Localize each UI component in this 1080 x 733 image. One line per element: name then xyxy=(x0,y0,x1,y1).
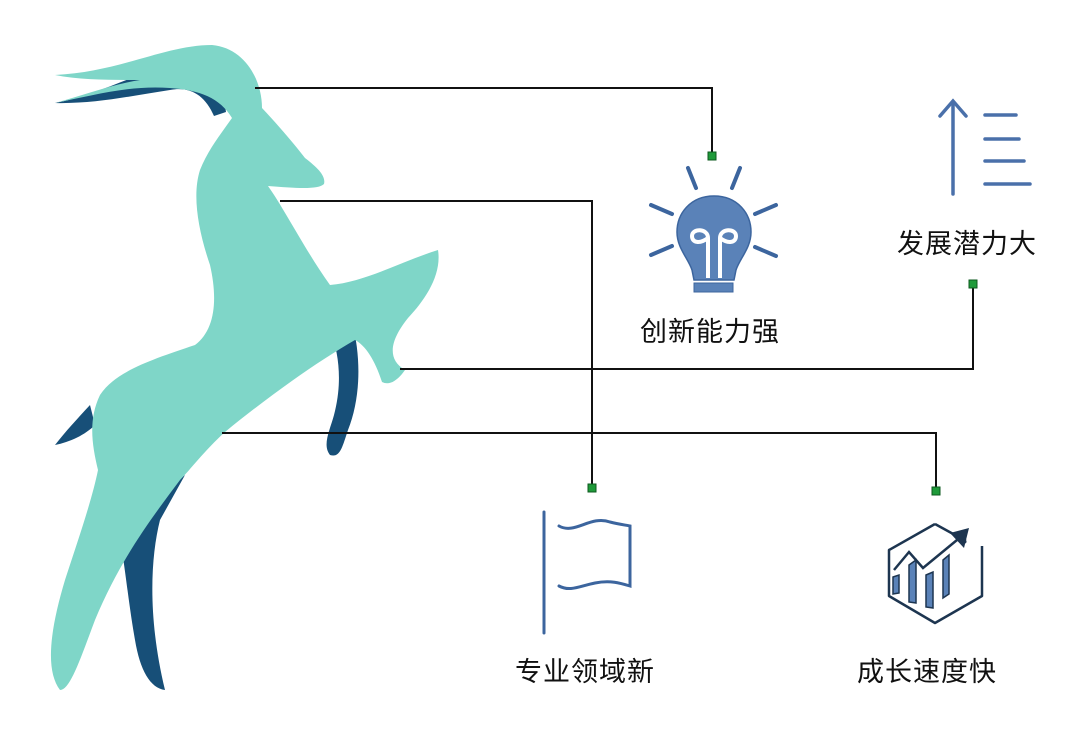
connector-innovation xyxy=(255,87,713,156)
arrow-up-list-icon xyxy=(938,98,1032,196)
connector-specialty xyxy=(280,200,593,488)
goat-body xyxy=(50,45,439,690)
anchor-points xyxy=(587,151,978,496)
anchor-potential xyxy=(968,279,978,289)
anchor-innovation xyxy=(707,151,717,161)
anchor-specialty xyxy=(587,483,597,493)
feature-label-innovation: 创新能力强 xyxy=(640,317,780,348)
feature-label-potential: 发展潜力大 xyxy=(897,229,1037,260)
flag-icon xyxy=(542,510,632,635)
goat-tail xyxy=(55,405,95,445)
connector-growth xyxy=(222,432,937,490)
feature-label-specialty: 专业领域新 xyxy=(515,657,655,688)
connector-potential xyxy=(400,284,974,370)
anchor-growth xyxy=(931,486,941,496)
growth-chart-hexagon-icon xyxy=(887,522,984,625)
connector-lines xyxy=(222,87,974,490)
goat-back-front-leg xyxy=(326,322,359,456)
lightbulb-icon xyxy=(649,166,778,293)
feature-label-growth: 成长速度快 xyxy=(857,657,997,688)
